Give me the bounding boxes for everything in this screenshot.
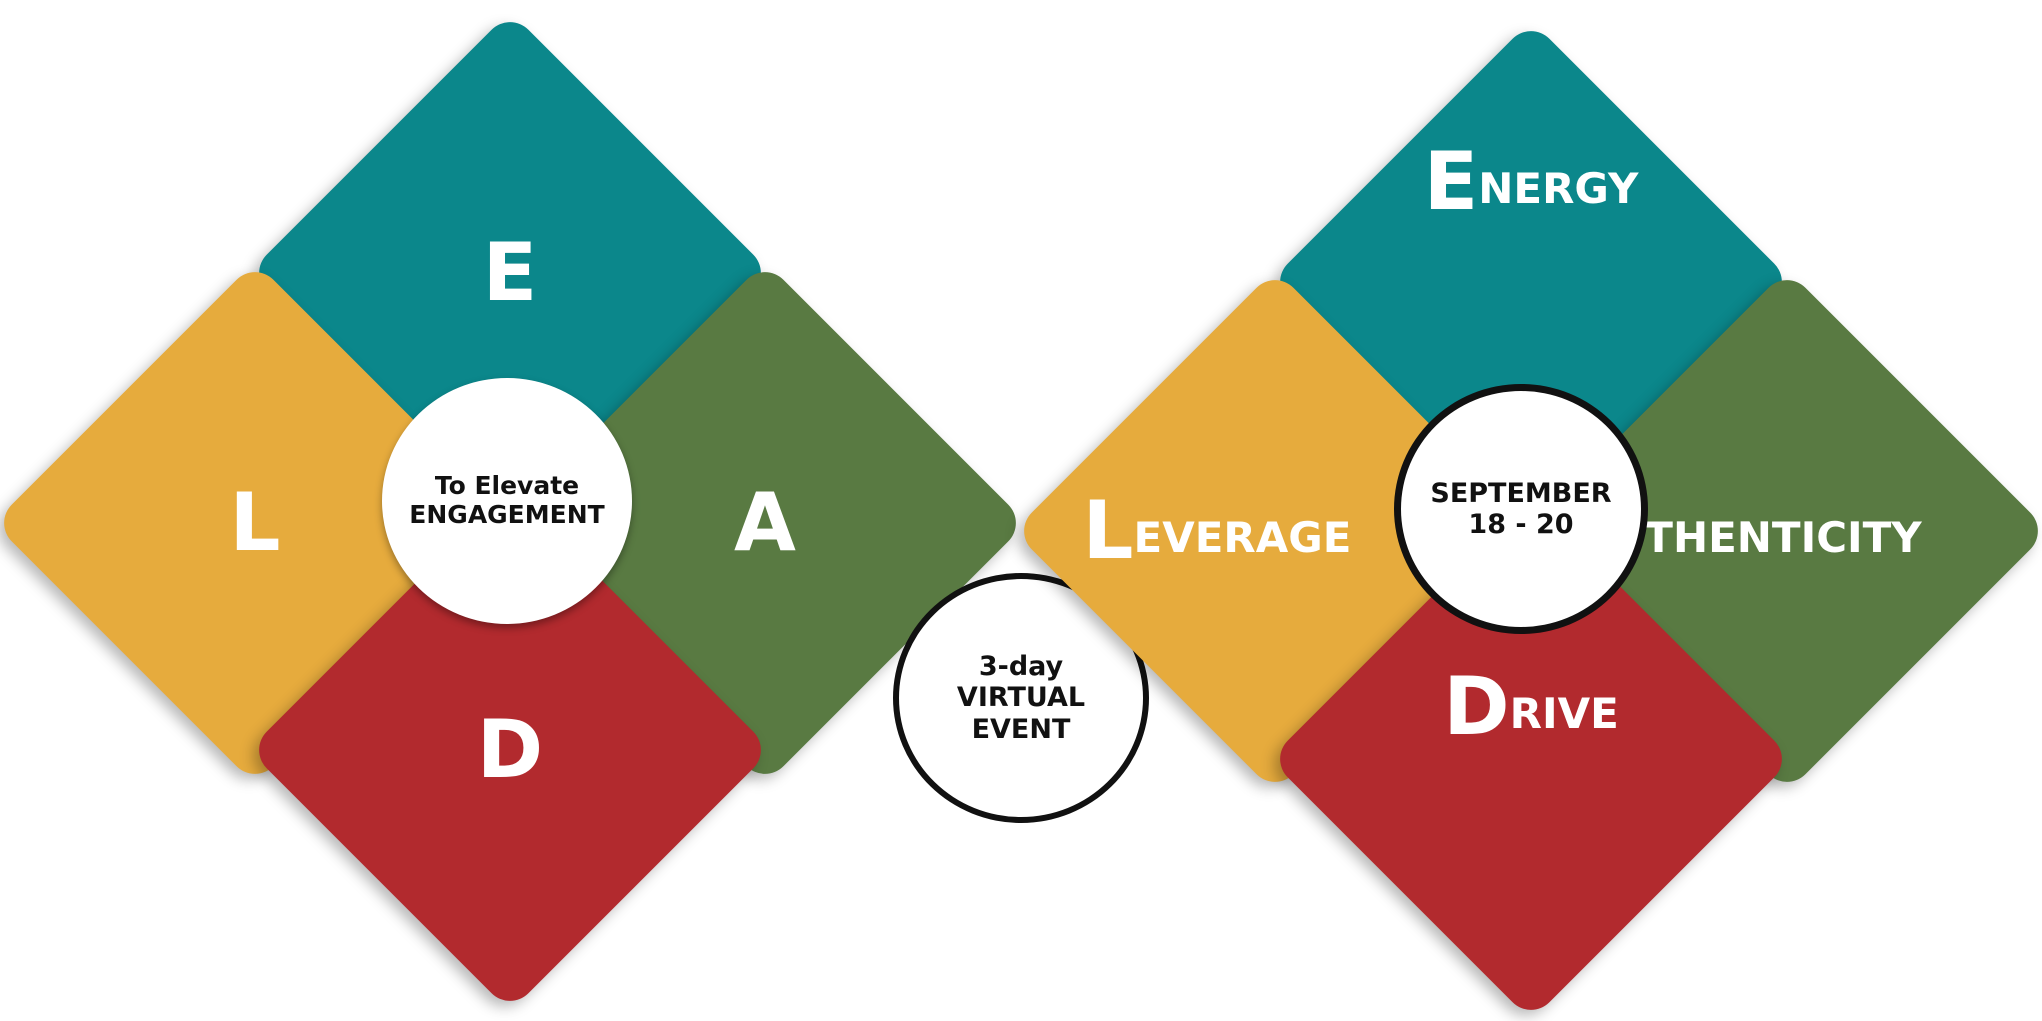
center-text-line1: To Elevate	[434, 471, 580, 501]
word-energy-rest: NERGY	[1478, 164, 1639, 213]
word-drive-cap: D	[1443, 660, 1510, 753]
letter-e: E	[482, 226, 538, 319]
letter-a: A	[734, 476, 796, 569]
diamond-d: D	[248, 488, 772, 1012]
letter-l: L	[229, 476, 281, 569]
word-authenticity-rest: UTHENTICITY	[1610, 513, 1922, 562]
diamond-e: E	[248, 11, 772, 535]
letter-d: D	[476, 703, 544, 796]
word-energy-cap: E	[1423, 135, 1479, 228]
event-text-line3: EVENT	[971, 713, 1071, 745]
diamond-l: L	[0, 261, 517, 785]
center-text-line2: ENGAGEMENT	[409, 500, 605, 529]
center-circle-dates: SEPTEMBER 18 - 20	[1394, 384, 1648, 634]
word-drive-rest: RIVE	[1509, 689, 1619, 738]
event-text-line1: 3-day	[978, 651, 1064, 683]
center-circle-engagement: To Elevate ENGAGEMENT	[382, 378, 632, 624]
diamond-a: A	[503, 261, 1027, 785]
event-text-line2: VIRTUAL	[956, 682, 1086, 714]
date-text-line1: SEPTEMBER	[1430, 477, 1612, 509]
date-text-line2: 18 - 20	[1468, 509, 1574, 540]
word-leverage-rest: EVERAGE	[1133, 513, 1352, 562]
word-leverage-cap: L	[1082, 484, 1134, 577]
